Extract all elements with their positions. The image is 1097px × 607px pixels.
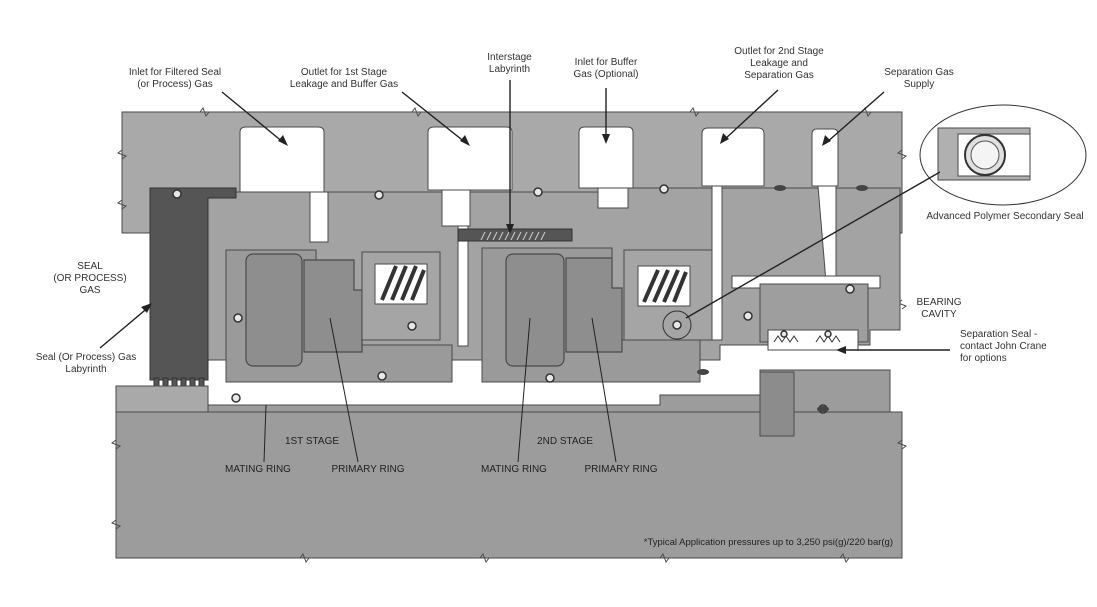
- callout-polymer-seal: Advanced Polymer Secondary Seal: [926, 211, 1084, 222]
- port-outlet-1st: [427, 126, 513, 191]
- stage1-mating-ring: [245, 253, 303, 367]
- dark-o-rings: [697, 185, 868, 412]
- polymer-seal-detail: [919, 104, 1087, 206]
- port-inlet-filtered: [239, 126, 325, 193]
- stage1-primary-ring: [303, 259, 363, 353]
- callout-outlet-2nd: Outlet for 2nd Stage Leakage and Separat…: [734, 46, 824, 81]
- footnote: *Typical Application pressures up to 3,2…: [644, 537, 893, 548]
- callout-separation-supply: Separation Gas Supply: [884, 67, 954, 90]
- process-gas-labyrinth: [149, 187, 237, 381]
- stage1-primary-ring-label: PRIMARY RING: [332, 464, 405, 475]
- stage1-spring: [374, 263, 428, 305]
- stage2-mating-ring: [505, 253, 565, 367]
- callout-inlet-buffer: Inlet for Buffer Gas (Optional): [573, 57, 639, 80]
- stage2-primary-ring-label: PRIMARY RING: [585, 464, 658, 475]
- callout-inlet-filtered: Inlet for Filtered Seal (or Process) Gas: [128, 67, 222, 90]
- stage2-primary-ring: [565, 257, 623, 353]
- callout-seal-gas: SEAL (OR PROCESS) GAS: [53, 261, 127, 296]
- leader-arrowheads: [141, 133, 846, 354]
- stage2-label: 2ND STAGE: [537, 436, 593, 447]
- callout-separation-seal: Separation Seal - contact John Crane for…: [960, 329, 1047, 364]
- stage2-spring: [637, 265, 691, 307]
- port-separation-supply: [811, 128, 839, 187]
- stage1-label: 1ST STAGE: [285, 436, 339, 447]
- o-rings: [172, 184, 855, 414]
- ports: [239, 126, 839, 193]
- shaft-break-marks: [110, 439, 908, 564]
- stage1-mating-ring-label: MATING RING: [225, 464, 291, 475]
- callout-outlet-1st: Outlet for 1st Stage Leakage and Buffer …: [289, 67, 399, 90]
- stage2-mating-ring-label: MATING RING: [481, 464, 547, 475]
- interstage-labyrinth: [457, 228, 573, 242]
- detail-source-circle: [662, 310, 692, 340]
- port-outlet-2nd: [701, 127, 765, 187]
- shaft: [115, 411, 903, 559]
- leader-lines: [99, 80, 950, 351]
- callout-interstage: Interstage Labyrinth: [487, 52, 532, 75]
- callout-bearing-cavity: BEARING CAVITY: [916, 297, 962, 320]
- shaft-step: [115, 385, 209, 413]
- stage-label-leaders: [263, 317, 617, 463]
- port-inlet-buffer: [578, 126, 634, 189]
- callout-seal-labyrinth: Seal (Or Process) Gas Labyrinth: [35, 352, 137, 375]
